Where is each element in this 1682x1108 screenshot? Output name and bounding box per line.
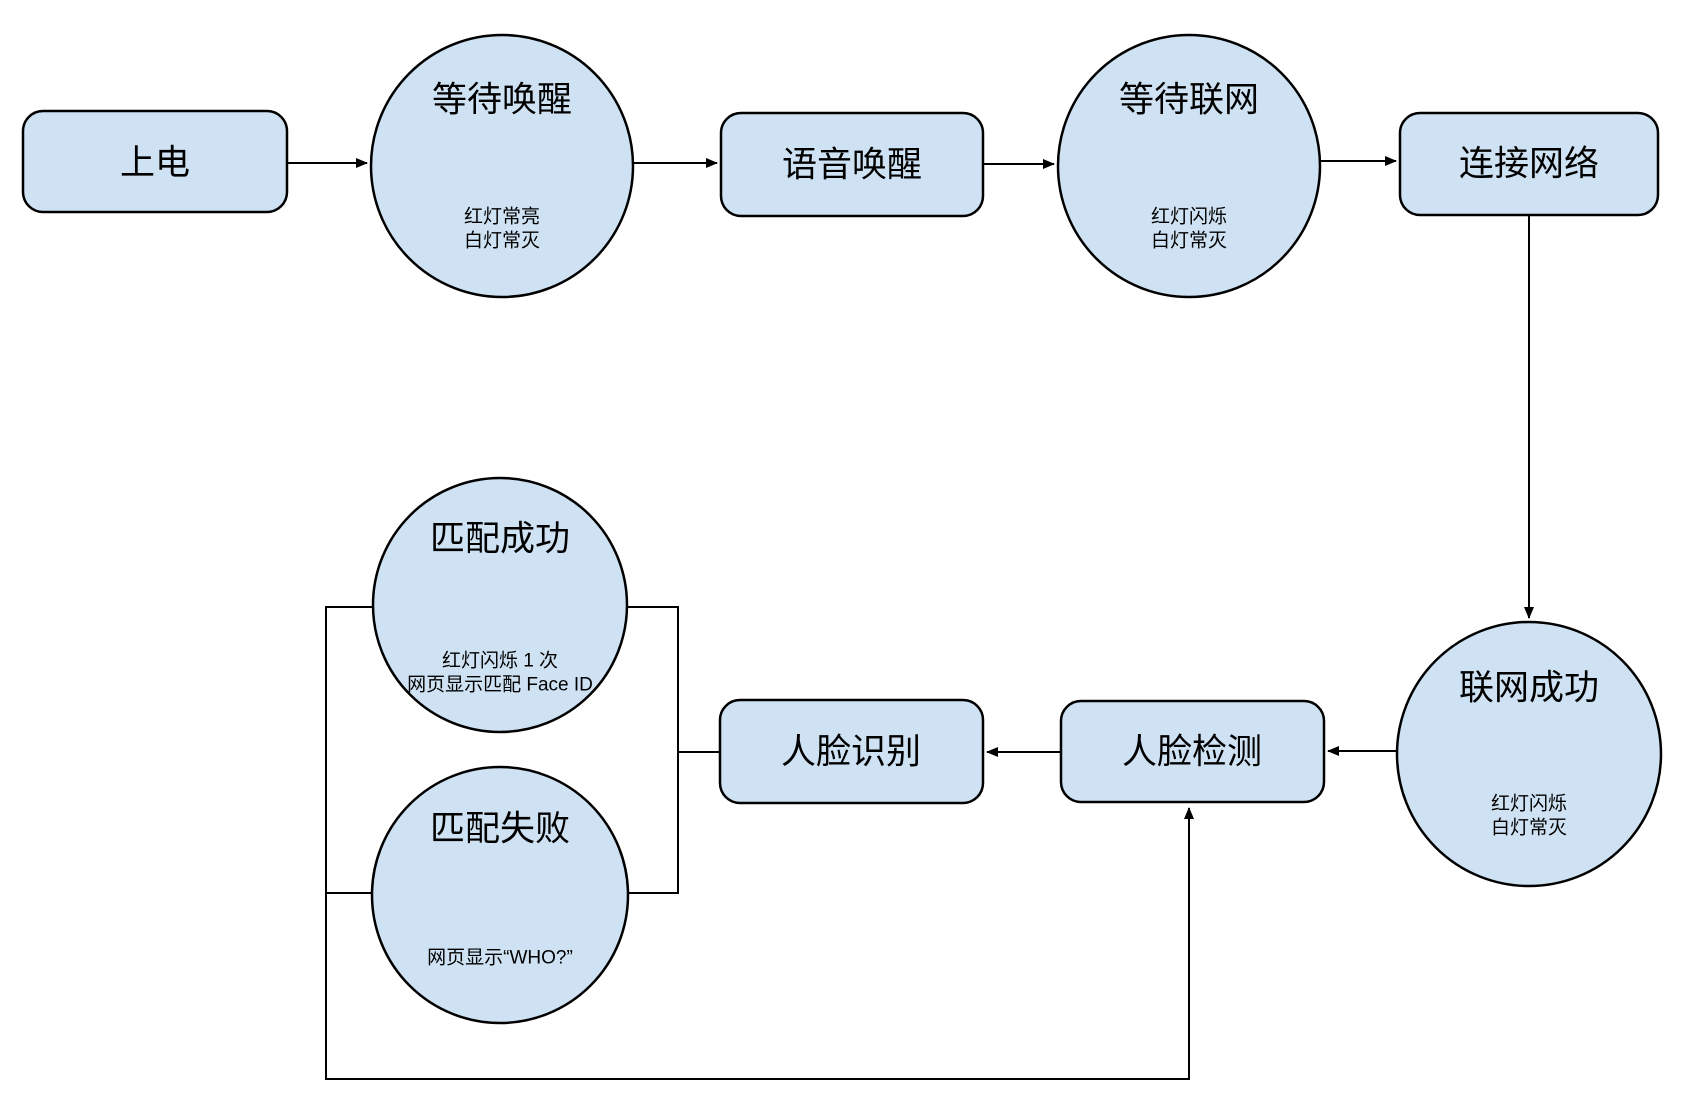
node-face-detect: 人脸检测 bbox=[1059, 699, 1326, 804]
node-network-success-shape bbox=[1395, 620, 1663, 888]
node-power-on-shape bbox=[21, 109, 289, 214]
node-wait-wake-status-2: 白灯常灭 bbox=[464, 230, 540, 252]
node-wait-network-status-2: 白灯常灭 bbox=[1151, 230, 1227, 252]
node-voice-wake-shape bbox=[719, 111, 985, 218]
node-match-success-label: 匹配成功 bbox=[430, 520, 570, 559]
node-wait-wake-shape bbox=[369, 33, 635, 299]
node-match-success-shape bbox=[371, 476, 629, 734]
node-wait-network-status-1: 红灯闪烁 bbox=[1151, 206, 1227, 228]
node-voice-wake-label: 语音唤醒 bbox=[782, 146, 922, 185]
node-face-recognize: 人脸识别 bbox=[718, 698, 985, 805]
node-network-success-status-1: 红灯闪烁 bbox=[1491, 793, 1567, 815]
node-connect-network-shape bbox=[1398, 111, 1660, 217]
node-network-success: 联网成功 红灯闪烁 白灯常灭 bbox=[1395, 620, 1663, 888]
node-match-fail: 匹配失败 网页显示“WHO?” bbox=[370, 765, 630, 1025]
edge-bracket-match-circles bbox=[627, 606, 679, 894]
node-face-recognize-shape bbox=[718, 698, 985, 805]
node-connect-network-label: 连接网络 bbox=[1459, 145, 1599, 184]
node-wait-wake-status-1: 红灯常亮 bbox=[464, 206, 540, 228]
node-wait-wake: 等待唤醒 红灯常亮 白灯常灭 bbox=[369, 33, 635, 299]
node-face-detect-shape bbox=[1059, 699, 1326, 804]
node-match-fail-label: 匹配失败 bbox=[430, 810, 570, 849]
node-network-success-status-2: 白灯常灭 bbox=[1491, 817, 1567, 839]
edges-layer bbox=[287, 156, 1534, 1080]
node-match-success-status-1: 红灯闪烁 1 次 bbox=[442, 650, 558, 672]
node-face-detect-label: 人脸检测 bbox=[1122, 733, 1262, 772]
node-face-recognize-label: 人脸识别 bbox=[781, 733, 921, 772]
node-wait-network: 等待联网 红灯闪烁 白灯常灭 bbox=[1056, 33, 1322, 299]
node-network-success-label: 联网成功 bbox=[1459, 669, 1599, 708]
node-voice-wake: 语音唤醒 bbox=[719, 111, 985, 218]
node-connect-network: 连接网络 bbox=[1398, 111, 1660, 217]
node-match-success-status-2: 网页显示匹配 Face ID bbox=[407, 675, 593, 696]
node-match-fail-shape bbox=[370, 765, 630, 1025]
node-wait-wake-label: 等待唤醒 bbox=[432, 81, 572, 120]
node-match-fail-status-1: 网页显示“WHO?” bbox=[427, 948, 573, 969]
edge-loop-back-to-face-detect bbox=[325, 606, 1194, 1080]
node-wait-network-label: 等待联网 bbox=[1119, 81, 1259, 120]
node-wait-network-shape bbox=[1056, 33, 1322, 299]
node-power-on: 上电 bbox=[21, 109, 289, 214]
node-power-on-label: 上电 bbox=[120, 144, 190, 183]
node-match-success: 匹配成功 红灯闪烁 1 次 网页显示匹配 Face ID bbox=[371, 476, 629, 734]
